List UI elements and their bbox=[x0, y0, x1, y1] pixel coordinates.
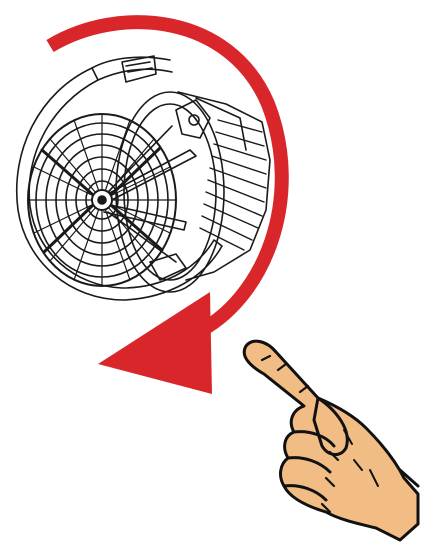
motor-housing bbox=[122, 56, 270, 280]
pointing-hand-icon bbox=[244, 341, 418, 540]
fan-assembly bbox=[17, 56, 270, 300]
cooling-fins bbox=[200, 120, 266, 250]
